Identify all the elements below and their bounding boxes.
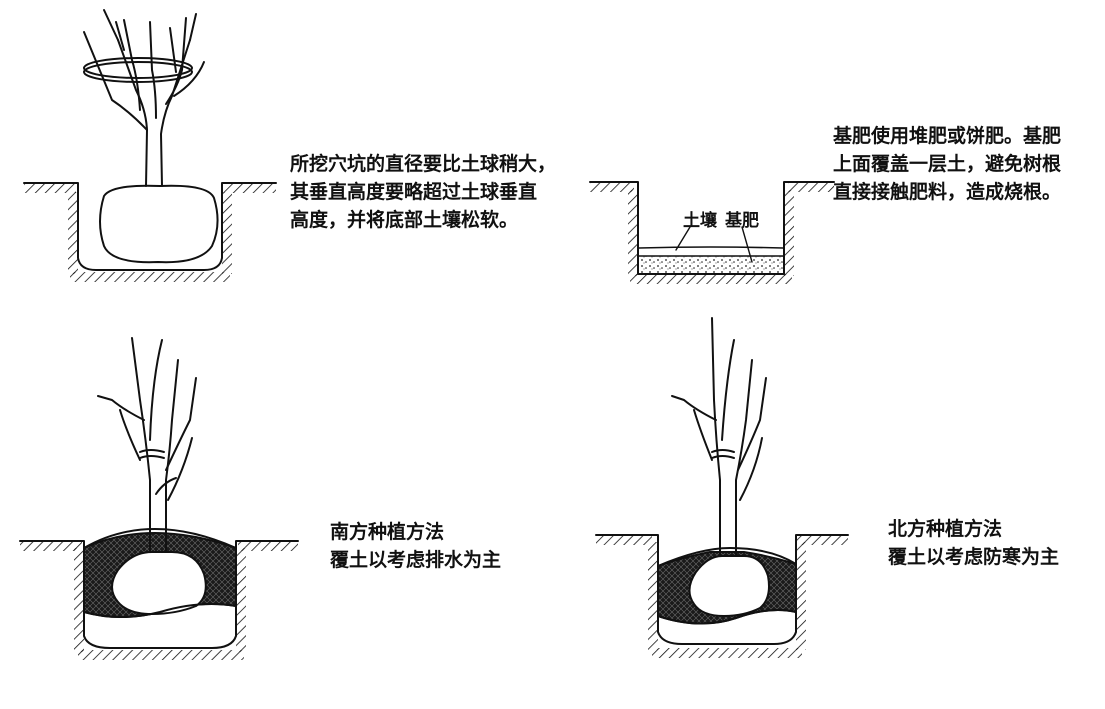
panel-4-caption: 北方种植方法 覆土以考虑防寒为主 bbox=[888, 515, 1059, 571]
panel-2-caption: 基肥使用堆肥或饼肥。基肥 上面覆盖一层土，避免树根 直接接触肥料，造成烧根。 bbox=[833, 122, 1061, 206]
panel-1-caption-line-2: 其垂直高度要略超过土球垂直 bbox=[290, 181, 538, 203]
panel-1-caption-line-3: 高度，并将底部土壤松软。 bbox=[290, 209, 519, 231]
panel-2-caption-line-3: 直接接触肥料，造成烧根。 bbox=[833, 181, 1062, 203]
fertilizer-layer-label: 基肥 bbox=[725, 211, 759, 231]
panel-1-caption-line-1: 所挖穴坑的直径要比土球稍大， bbox=[290, 153, 557, 175]
panel-1-pit-with-root-ball bbox=[23, 9, 277, 282]
panel-3-south-planting bbox=[19, 337, 299, 660]
panel-4-caption-line-1: 北方种植方法 bbox=[888, 518, 1003, 540]
panel-2-caption-line-2: 上面覆盖一层土，避免树根 bbox=[833, 153, 1062, 175]
panel-4-caption-line-2: 覆土以考虑防寒为主 bbox=[888, 546, 1060, 568]
panel-1-caption: 所挖穴坑的直径要比土球稍大， 其垂直高度要略超过土球垂直 高度，并将底部土壤松软… bbox=[290, 150, 556, 234]
panel-3-caption: 南方种植方法 覆土以考虑排水为主 bbox=[330, 518, 501, 574]
panel-3-caption-line-2: 覆土以考虑排水为主 bbox=[330, 549, 502, 571]
panel-2-caption-line-1: 基肥使用堆肥或饼肥。基肥 bbox=[833, 125, 1062, 147]
panel-3-caption-line-1: 南方种植方法 bbox=[330, 521, 445, 543]
panel-2-pit-with-fertilizer bbox=[589, 181, 835, 284]
panel-4-north-planting bbox=[595, 317, 849, 658]
soil-layer-label: 土壤 bbox=[683, 211, 717, 231]
